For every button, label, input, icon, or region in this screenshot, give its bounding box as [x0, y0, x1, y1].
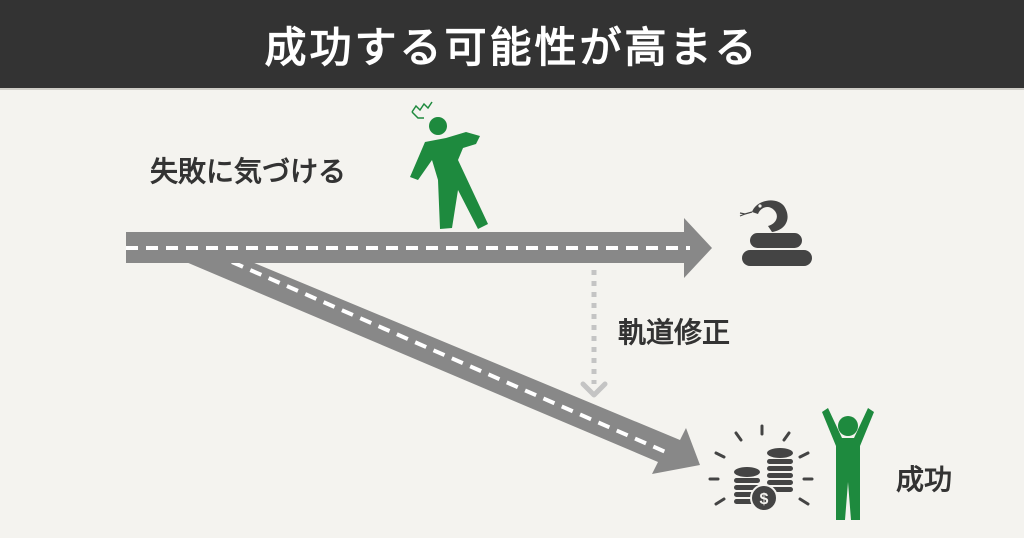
notice-failure-label: 失敗に気づける [150, 155, 347, 188]
header-bar: 成功する可能性が高まる [0, 0, 1024, 88]
stumbling-person-icon [410, 101, 488, 229]
header-divider [0, 88, 1024, 90]
failure-path-arrow [126, 218, 712, 278]
course-correction-label: 軌道修正 [618, 316, 731, 349]
course-correction-arrow [580, 270, 608, 398]
celebrating-person-icon [822, 408, 874, 520]
success-label: 成功 [896, 463, 953, 496]
snake-icon [739, 200, 812, 266]
coins-icon: $ [708, 424, 814, 512]
success-path-arrow [186, 260, 700, 474]
page-title: 成功する可能性が高まる [264, 22, 760, 72]
svg-text:$: $ [760, 491, 769, 508]
